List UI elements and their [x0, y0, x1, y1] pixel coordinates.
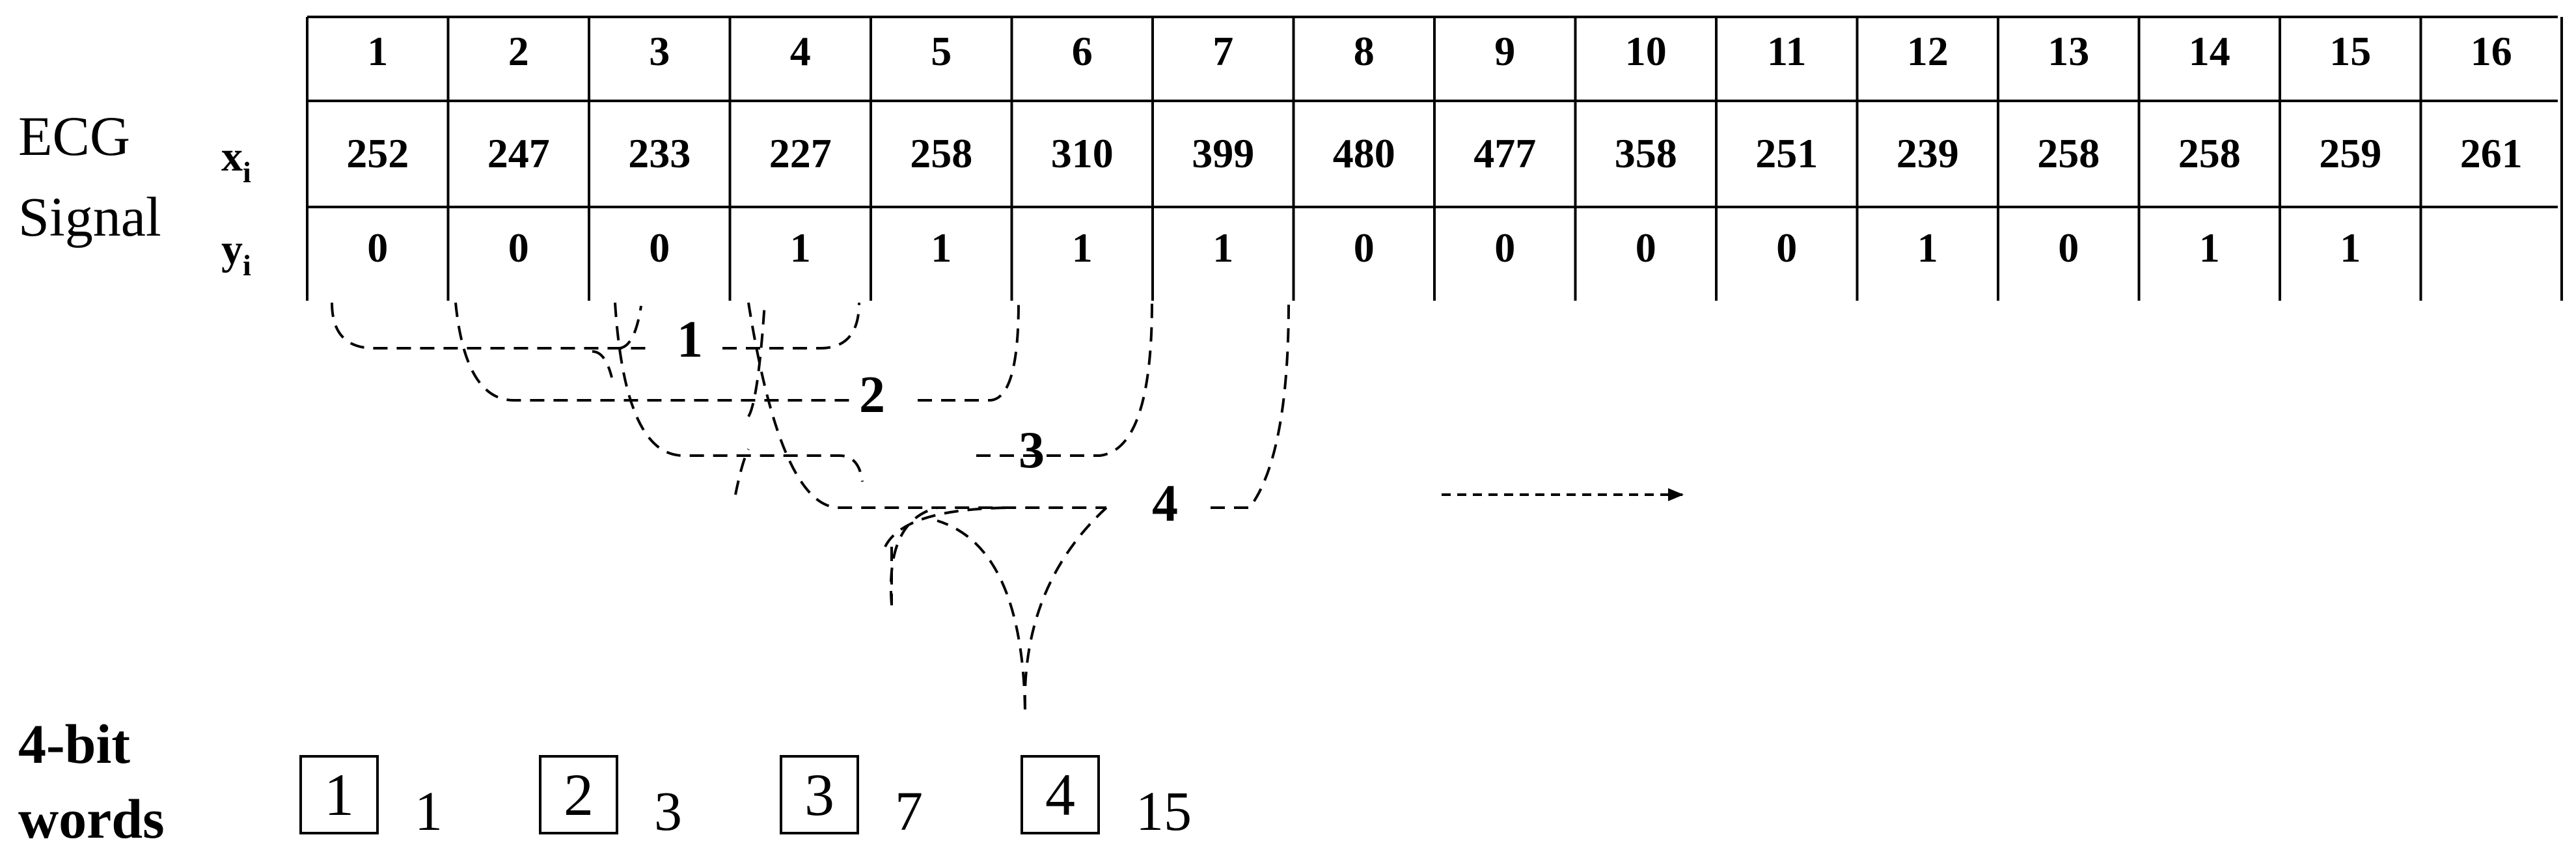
- x-value-cell: 261: [2460, 130, 2523, 176]
- y-value-cell: 0: [1354, 225, 1375, 271]
- y-value-cell: 0: [2058, 225, 2079, 271]
- window-merge-lines: [889, 506, 1108, 710]
- window-label-4: 4: [1152, 475, 1178, 532]
- x-value-cell: 477: [1473, 130, 1536, 176]
- word-value: 15: [1136, 780, 1192, 842]
- y-value-cell: 1: [931, 225, 952, 271]
- index-cell: 14: [2189, 28, 2230, 74]
- signal-label-ecg: ECG: [18, 105, 130, 167]
- word-box: [299, 755, 379, 834]
- words-label-words: words: [18, 788, 165, 850]
- word-box-label: 1: [324, 762, 354, 828]
- x-values-row: 252 247 233 227 258 310 399 480 477 358 251 239 258 2…: [346, 130, 2523, 176]
- y-value-cell: 0: [649, 225, 670, 271]
- word-value: 7: [895, 780, 923, 842]
- word-box: [780, 755, 859, 834]
- word-value: 3: [654, 780, 682, 842]
- y-subscript: i: [243, 249, 251, 282]
- window-3: [614, 302, 1153, 495]
- word-value: 1: [415, 780, 443, 842]
- words-label-4bit: 4-bit: [18, 713, 130, 775]
- index-cell: 3: [649, 28, 670, 74]
- x-value-cell: 258: [910, 130, 972, 176]
- signal-table-grid: [306, 16, 2563, 301]
- word-box-label: 3: [804, 762, 834, 828]
- y-symbol: y: [221, 226, 243, 273]
- y-value-cell: 1: [2340, 225, 2361, 271]
- x-value-cell: 251: [1755, 130, 1818, 176]
- word-box-label: 2: [564, 762, 594, 828]
- x-value-cell: 258: [2037, 130, 2100, 176]
- x-value-cell: 399: [1192, 130, 1254, 176]
- x-value-cell: 247: [487, 130, 550, 176]
- x-value-cell: 358: [1615, 130, 1677, 176]
- signal-label-signal: Signal: [18, 186, 161, 248]
- window-1: [331, 302, 860, 378]
- x-value-cell: 252: [346, 130, 409, 176]
- y-value-cell: 1: [2199, 225, 2220, 271]
- index-cell: 2: [508, 28, 529, 74]
- window-label-2: 2: [859, 366, 885, 424]
- window-label-1: 1: [677, 311, 703, 368]
- x-value-cell: 233: [628, 130, 691, 176]
- index-cell: 11: [1767, 28, 1806, 74]
- y-row-label: yi: [221, 226, 251, 282]
- index-cell: 1: [367, 28, 388, 74]
- index-cell: 8: [1354, 28, 1375, 74]
- index-cell: 4: [790, 28, 811, 74]
- y-value-cell: 1: [1072, 225, 1093, 271]
- word-box: [539, 755, 618, 834]
- y-values-row: 0 0 0 1 1 1 1 0 0 0 0 1 0 1 1: [367, 225, 2361, 271]
- y-value-cell: 1: [1917, 225, 1938, 271]
- x-row-label: xi: [221, 133, 251, 189]
- index-cell: 12: [1907, 28, 1949, 74]
- window-4: [747, 302, 1290, 547]
- x-symbol: x: [221, 133, 243, 180]
- y-value-cell: 0: [1636, 225, 1656, 271]
- index-cell: 6: [1072, 28, 1093, 74]
- index-cell: 16: [2471, 28, 2512, 74]
- x-value-cell: 258: [2178, 130, 2241, 176]
- y-value-cell: 0: [367, 225, 388, 271]
- y-value-cell: 1: [790, 225, 811, 271]
- index-cell: 9: [1494, 28, 1515, 74]
- index-cell: 7: [1213, 28, 1233, 74]
- x-value-cell: 480: [1333, 130, 1395, 176]
- index-cell: 13: [2048, 28, 2089, 74]
- y-value-cell: 0: [1776, 225, 1797, 271]
- y-value-cell: 1: [1213, 225, 1233, 271]
- y-value-cell: 0: [1494, 225, 1515, 271]
- x-value-cell: 239: [1897, 130, 1959, 176]
- sliding-windows: [331, 302, 1290, 710]
- index-cell: 10: [1625, 28, 1667, 74]
- index-cell: 5: [931, 28, 952, 74]
- x-value-cell: 259: [2319, 130, 2381, 176]
- x-value-cell: 310: [1051, 130, 1114, 176]
- x-subscript: i: [243, 156, 251, 189]
- window-2: [454, 302, 1020, 418]
- word-box: [1021, 755, 1100, 834]
- index-cell: 15: [2329, 28, 2371, 74]
- window-label-3: 3: [1019, 422, 1045, 479]
- word-box-label: 4: [1045, 762, 1075, 828]
- x-value-cell: 227: [769, 130, 832, 176]
- y-value-cell: 0: [508, 225, 529, 271]
